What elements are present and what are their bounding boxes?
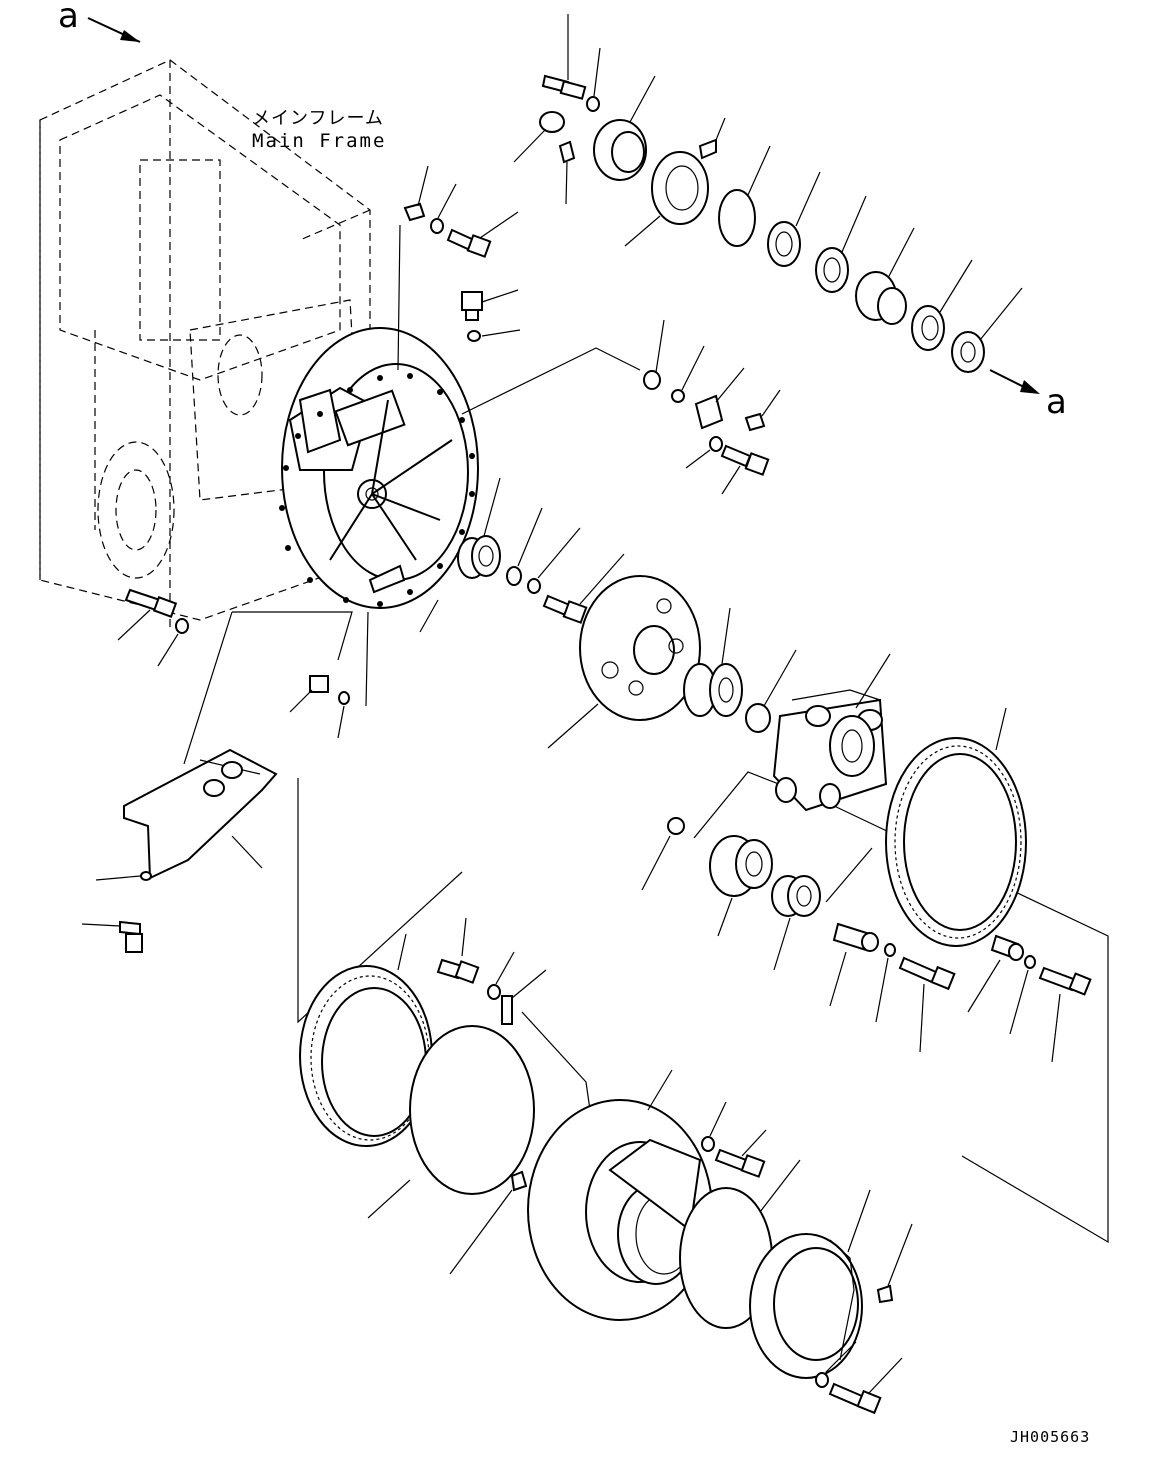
mounting-bracket bbox=[81, 748, 278, 953]
drawing-code: JH005663 bbox=[1010, 1428, 1091, 1446]
reference-arrow-a-top bbox=[87, 17, 141, 43]
wheel-hub-housing bbox=[527, 1069, 713, 1321]
main-frame-label-jp: メインフレーム bbox=[252, 108, 384, 129]
reference-mark-a-top: a bbox=[58, 0, 79, 36]
brake-housing-assembly bbox=[279, 224, 479, 633]
hub-hardware bbox=[436, 917, 547, 1275]
hub-seal-disc bbox=[679, 1159, 801, 1329]
main-frame-label-en: Main Frame bbox=[252, 130, 387, 152]
hub-bolts bbox=[701, 1101, 767, 1178]
pin-bolt-group bbox=[829, 922, 1092, 1063]
upper-hardware bbox=[403, 165, 521, 342]
end-cover bbox=[749, 1189, 913, 1415]
planet-carrier bbox=[772, 653, 891, 812]
final-drive-shaft-parts bbox=[513, 14, 1040, 394]
o-ring-lower bbox=[367, 1025, 535, 1219]
shaft-bearing-group bbox=[457, 477, 625, 624]
frame-bolts bbox=[117, 588, 350, 739]
ring-gear-right bbox=[885, 707, 1027, 947]
planet-gear-group bbox=[641, 817, 821, 971]
planet-carrier-flange bbox=[547, 575, 797, 749]
mid-hardware bbox=[643, 319, 781, 495]
ring-gear-lower bbox=[299, 933, 433, 1147]
reference-mark-a-right: a bbox=[1046, 382, 1067, 422]
